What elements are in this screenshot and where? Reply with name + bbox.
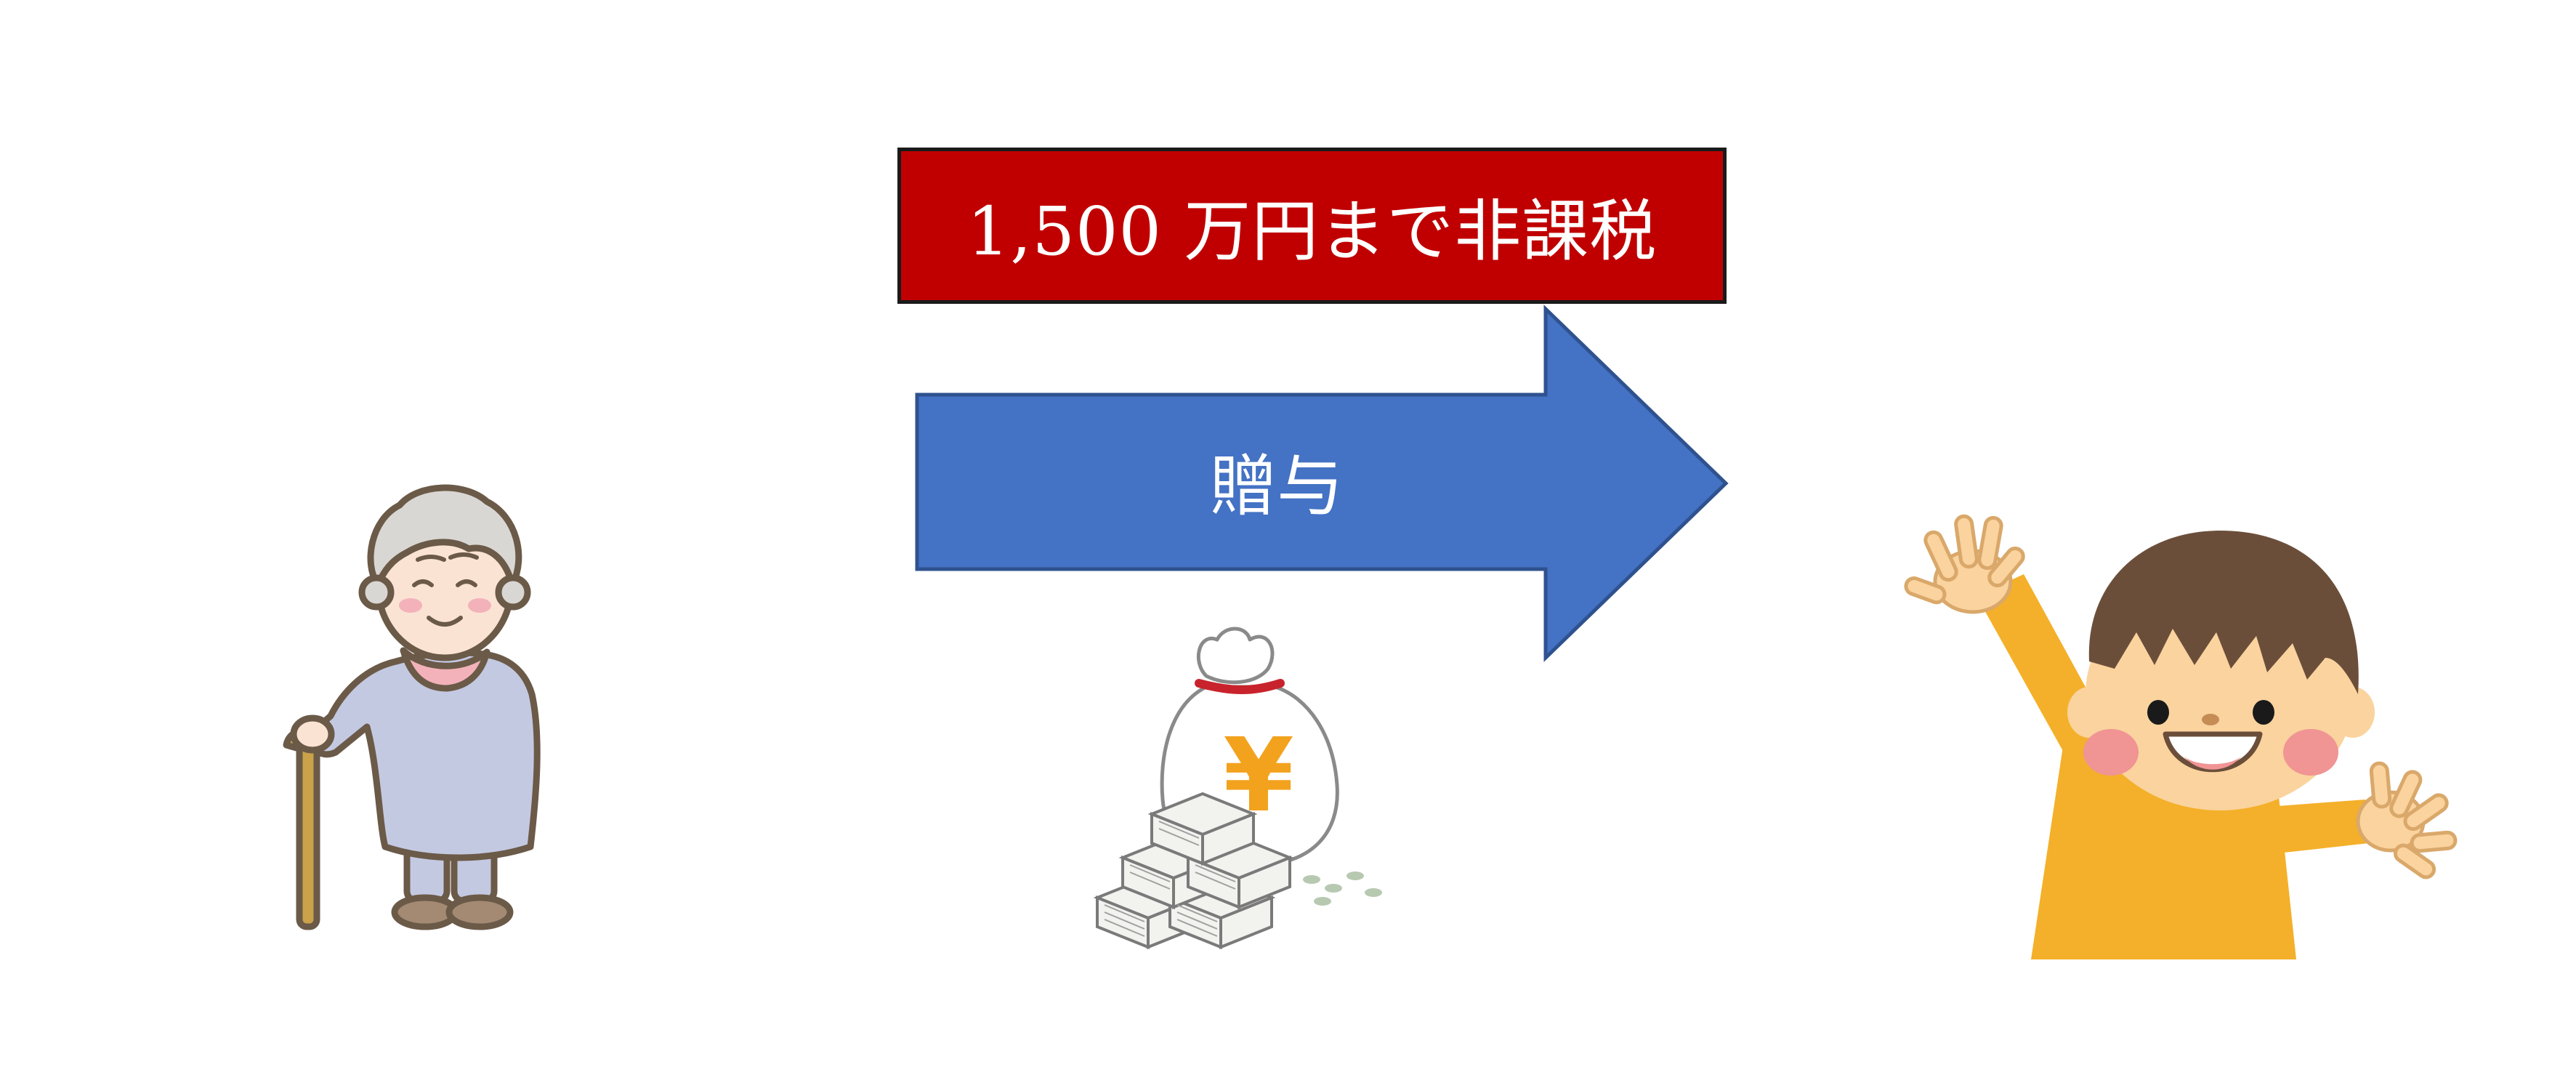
tax-exempt-banner-text: 1,500 万円まで非課税 — [966, 193, 1658, 270]
tax-exempt-banner: 1,500 万円まで非課税 — [897, 148, 1727, 304]
gift-arrow-label-box: 贈与 — [917, 392, 1636, 568]
happy-child-icon — [1904, 514, 2458, 959]
money-bag-and-cash-icon: ¥ — [1093, 627, 1382, 949]
bag-tie — [1195, 679, 1285, 694]
gift-arrow-label: 贈与 — [1209, 447, 1344, 526]
grandmother-with-cane-icon — [283, 484, 541, 930]
